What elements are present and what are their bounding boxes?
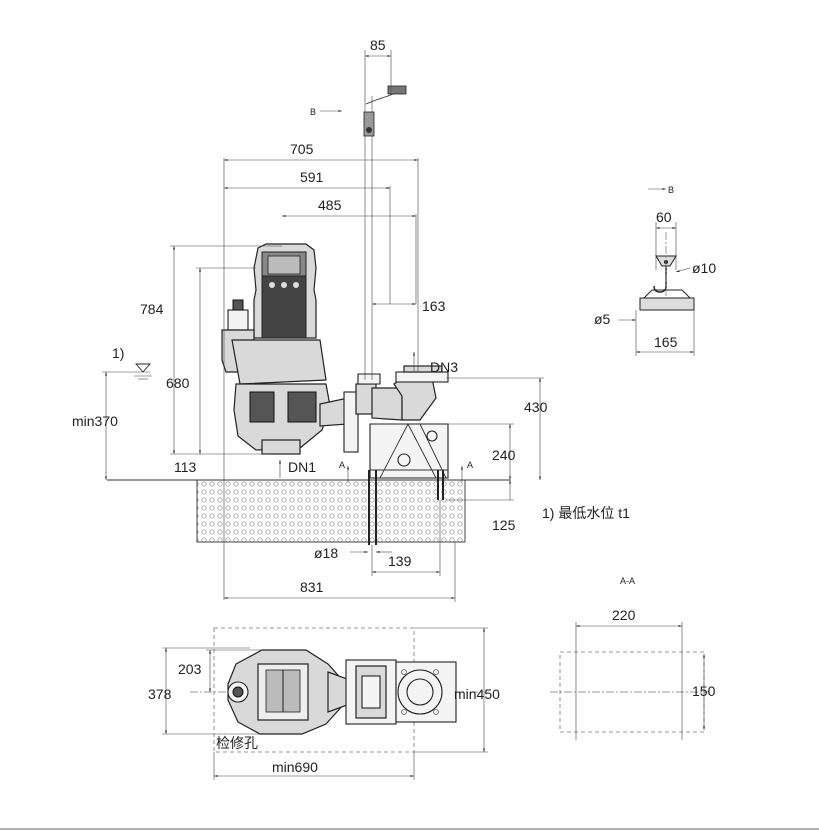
dim-680: 680 <box>166 375 190 391</box>
pump-plan-view <box>190 627 486 753</box>
dim-203: 203 <box>178 661 202 677</box>
section-a-left-label: A <box>339 460 345 470</box>
dim-phi5: ø5 <box>594 311 611 327</box>
pump-side-view <box>221 85 449 545</box>
dim-60: 60 <box>656 209 672 225</box>
dim-min450: min450 <box>454 686 500 702</box>
note-ref: 1) <box>112 345 124 361</box>
dim-min690: min690 <box>272 759 318 775</box>
dim-phi10: ø10 <box>692 260 716 276</box>
concrete-foundation <box>107 479 510 543</box>
label-dn3: DN3 <box>430 359 458 375</box>
dim-220: 220 <box>612 607 636 623</box>
dim-240: 240 <box>492 447 516 463</box>
dim-430: 430 <box>524 399 548 415</box>
note-text: 1) 最低水位 t1 <box>542 505 630 521</box>
dim-85: 85 <box>370 37 386 53</box>
dim-163: 163 <box>422 298 446 314</box>
label-inspection-hole: 检修孔 <box>216 735 258 751</box>
dim-113: 113 <box>174 459 197 475</box>
label-dn1: DN1 <box>288 459 316 475</box>
dim-165: 165 <box>654 334 678 350</box>
dim-min370: min370 <box>72 413 118 429</box>
water-level-icon <box>135 363 151 373</box>
dim-150: 150 <box>692 683 716 699</box>
section-aa-label: A-A <box>620 576 635 586</box>
dim-139: 139 <box>388 553 412 569</box>
section-b-right-label: B <box>668 185 674 195</box>
dim-378: 378 <box>148 686 172 702</box>
dim-125: 125 <box>492 517 516 533</box>
plan-view-dimensions: 203 378 min450 检修孔 min690 <box>148 627 500 780</box>
dim-485: 485 <box>318 197 342 213</box>
dim-591: 591 <box>300 169 324 185</box>
section-a-right-label: A <box>467 460 473 470</box>
detail-b-view: B 60 ø10 ø5 165 <box>594 185 716 356</box>
section-aa-view: A-A 220 150 <box>550 576 716 740</box>
side-view-dimensions: 85 B 705 591 485 163 784 680 113 mi <box>72 37 630 602</box>
dim-784: 784 <box>140 301 164 317</box>
dim-phi18: ø18 <box>314 545 338 561</box>
dim-831: 831 <box>300 579 324 595</box>
dim-705: 705 <box>290 141 314 157</box>
section-b-left-label: B <box>310 107 316 117</box>
